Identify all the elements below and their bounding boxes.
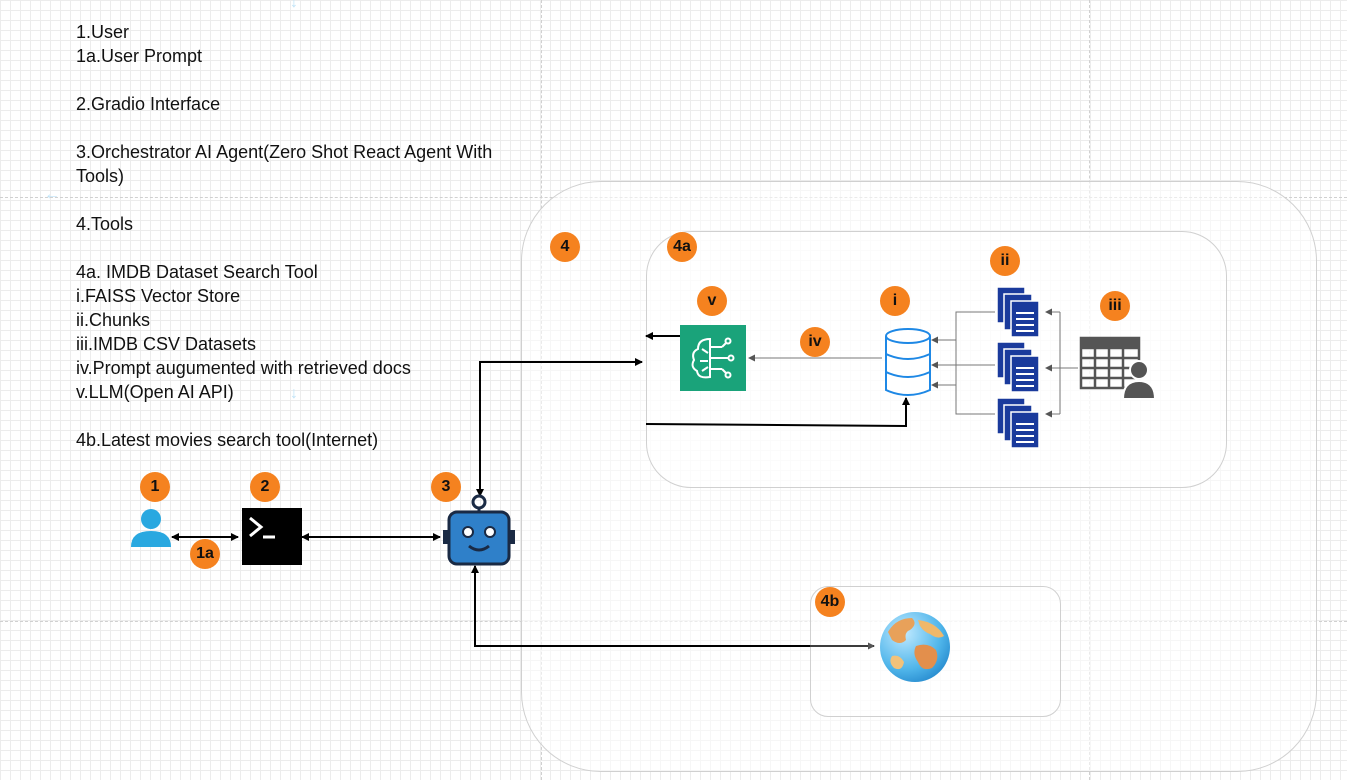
badge-internet-tool: 4b xyxy=(815,587,845,617)
documents-icon[interactable] xyxy=(995,285,1043,339)
documents-icon[interactable] xyxy=(995,340,1043,394)
robot-icon[interactable] xyxy=(441,494,517,566)
badge-llm: v xyxy=(697,286,727,316)
badge-gradio: 2 xyxy=(250,472,280,502)
guide-arrow-icon: ← xyxy=(44,186,60,203)
legend-imdb-tool: 4a. IMDB Dataset Search Tool xyxy=(76,262,318,282)
badge-agent: 3 xyxy=(431,472,461,502)
documents-icon[interactable] xyxy=(995,396,1043,450)
badge-imdb-tool: 4a xyxy=(667,232,697,262)
legend-llm: v.LLM(Open AI API) xyxy=(76,382,234,402)
badge-datasets: iii xyxy=(1100,291,1130,321)
legend-user-prompt: 1a.User Prompt xyxy=(76,46,203,66)
legend-chunks: ii.Chunks xyxy=(76,310,151,330)
legend-datasets: iii.IMDB CSV Datasets xyxy=(76,334,257,354)
brain-circuit-icon[interactable] xyxy=(680,325,746,391)
legend-tools: 4.Tools xyxy=(76,214,134,234)
user-icon[interactable] xyxy=(130,508,172,548)
badge-tools: 4 xyxy=(550,232,580,262)
guide-arrow-icon: ↓ xyxy=(290,385,298,402)
badge-user-prompt: 1a xyxy=(190,539,220,569)
legend-prompt: iv.Prompt augumented with retrieved docs xyxy=(76,358,411,378)
legend-orchestrator: 3.Orchestrator AI Agent(Zero Shot React … xyxy=(76,142,493,186)
legend: 1.User 1a.User Prompt 2.Gradio Interface… xyxy=(76,20,516,452)
legend-user: 1.User xyxy=(76,22,130,42)
database-icon[interactable] xyxy=(884,328,932,400)
guide-arrow-icon: ↓ xyxy=(290,0,298,11)
spreadsheet-user-icon[interactable] xyxy=(1079,336,1159,400)
globe-icon[interactable] xyxy=(878,610,952,684)
legend-internet-tool: 4b.Latest movies search tool(Internet) xyxy=(76,430,379,450)
badge-prompt: iv xyxy=(800,327,830,357)
terminal-icon[interactable] xyxy=(242,508,302,565)
badge-user: 1 xyxy=(140,472,170,502)
badge-chunks: ii xyxy=(990,246,1020,276)
legend-gradio: 2.Gradio Interface xyxy=(76,94,221,114)
legend-faiss: i.FAISS Vector Store xyxy=(76,286,241,306)
badge-faiss: i xyxy=(880,286,910,316)
